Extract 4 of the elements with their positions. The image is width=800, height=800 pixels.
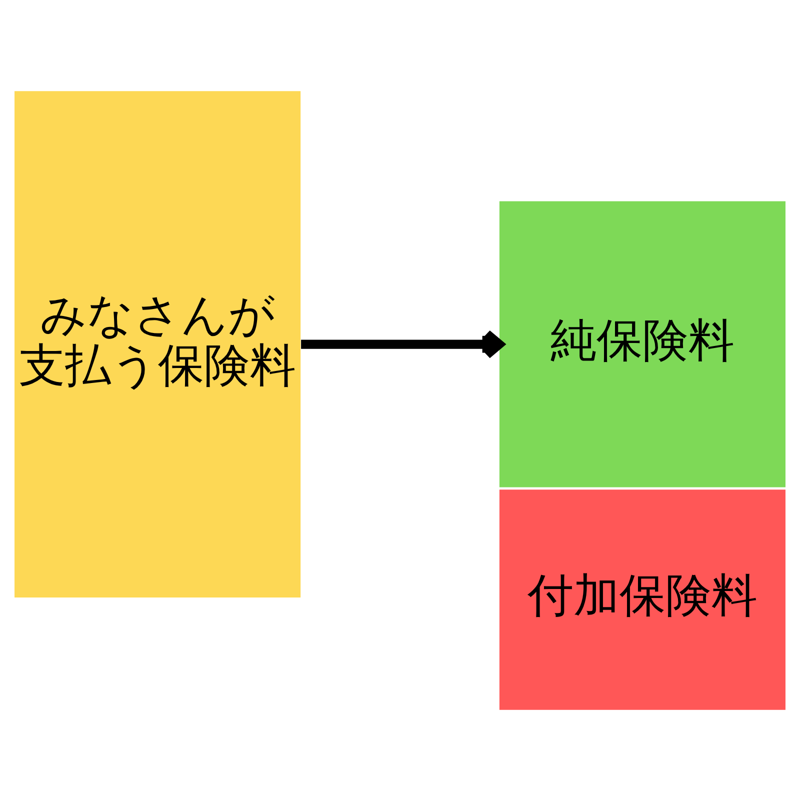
node-box: 付加保険料 [499, 489, 786, 710]
node-box: みなさんが支払う保険料 [14, 90, 301, 597]
node-box: 純保険料 [499, 200, 786, 487]
arrow [301, 328, 504, 359]
